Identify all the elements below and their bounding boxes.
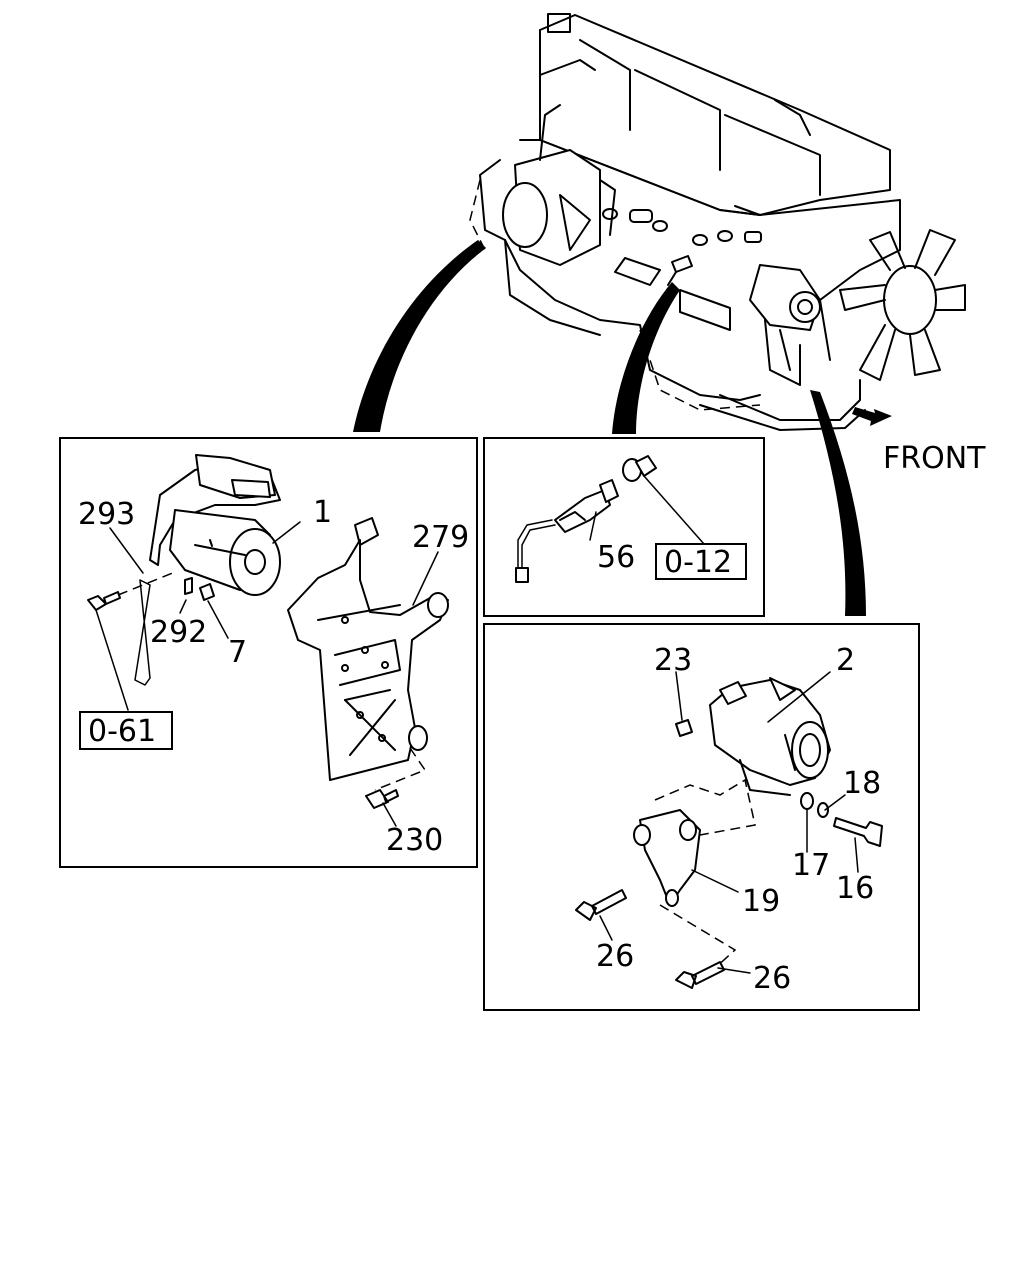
- callout-18: 18: [843, 766, 881, 801]
- callout-293: 293: [78, 497, 135, 532]
- alternator-leaders: [599, 671, 859, 974]
- ref-0-61: 0-61: [88, 714, 156, 749]
- detail-leaders: [353, 240, 866, 616]
- leader-0-12: [643, 475, 705, 545]
- sensor-detail-panel: [483, 437, 765, 617]
- nut-23-icon: [675, 719, 693, 737]
- bolt-26b-icon: [675, 961, 725, 989]
- bolt-230-icon: [365, 789, 399, 809]
- ref-0-12: 0-12: [664, 545, 732, 580]
- starter-motor-icon: [149, 454, 281, 596]
- callout-16: 16: [836, 871, 874, 906]
- callout-279: 279: [412, 520, 469, 555]
- callout-2: 2: [836, 643, 855, 678]
- bolt-26a-icon: [575, 889, 627, 921]
- washer-bolt-icon: [622, 455, 657, 482]
- bolt-icon: [87, 591, 121, 611]
- engine-block-icon: [469, 13, 901, 431]
- ref-box-0-12: [655, 543, 747, 580]
- alternator-bracket-icon: [633, 778, 756, 969]
- front-label: FRONT: [883, 441, 986, 476]
- mounting-bracket-icon: [287, 517, 449, 791]
- ref-box-0-61: [79, 711, 173, 750]
- bolt-16-icon: [833, 817, 883, 847]
- callout-292: 292: [150, 615, 207, 650]
- callout-7: 7: [228, 635, 247, 670]
- callout-1: 1: [313, 495, 332, 530]
- front-arrow-icon: [852, 407, 892, 426]
- strap-293-icon: [134, 579, 151, 686]
- nut-7-icon: [199, 583, 215, 601]
- callout-23: 23: [654, 643, 692, 678]
- callout-19: 19: [742, 884, 780, 919]
- callout-26a: 26: [596, 939, 634, 974]
- callout-26b: 26: [753, 961, 791, 996]
- starter-leaders: [95, 521, 439, 827]
- starter-detail-panel: [59, 437, 478, 868]
- cooling-fan-icon: [839, 229, 966, 381]
- callout-230: 230: [386, 823, 443, 858]
- leader-56: [589, 511, 597, 541]
- alternator-detail-panel: [483, 623, 920, 1011]
- washer-18-icon: [817, 802, 829, 818]
- pressure-sensor-icon: [515, 479, 619, 583]
- washer-292-icon: [184, 577, 193, 595]
- callout-56: 56: [597, 540, 635, 575]
- alternator-icon: [709, 677, 831, 796]
- washer-17-icon: [800, 792, 814, 810]
- callout-17: 17: [792, 848, 830, 883]
